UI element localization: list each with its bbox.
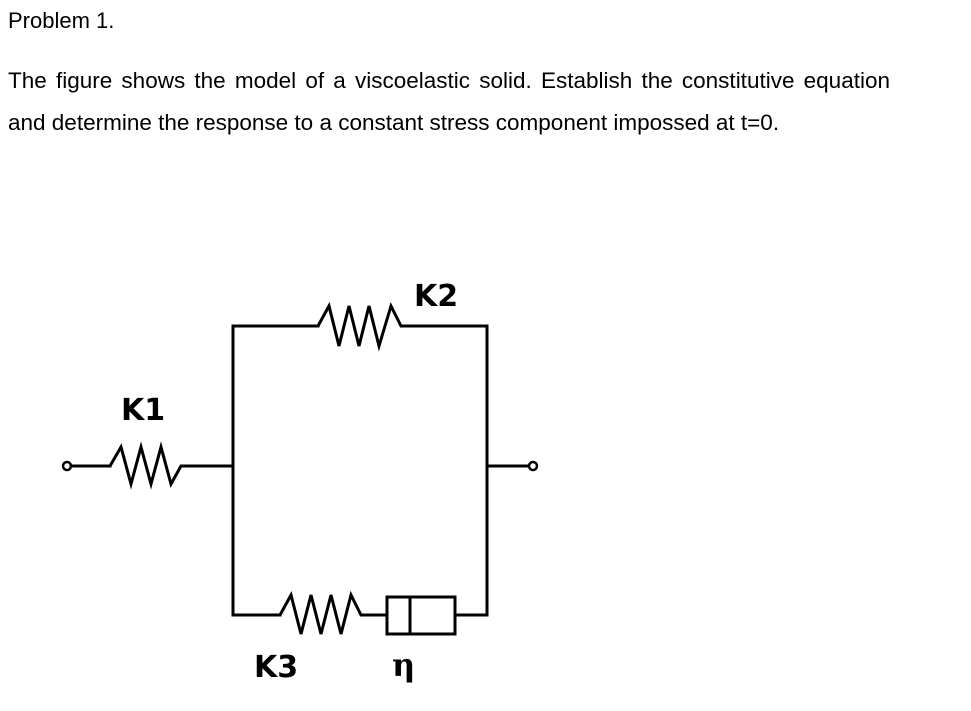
label-k3: K3 — [254, 650, 298, 685]
right-terminal — [527, 460, 539, 472]
spring-k1 — [108, 441, 233, 490]
spring-k3 — [278, 590, 387, 635]
spring-k2 — [316, 301, 487, 352]
problem-title: Problem 1. — [8, 8, 115, 33]
dashpot-cylinder — [385, 595, 457, 636]
label-k2: K2 — [414, 279, 458, 314]
label-k1: K1 — [121, 393, 165, 428]
dashpot-eta — [385, 595, 457, 636]
problem-statement: The figure shows the model of a viscoela… — [8, 68, 890, 135]
label-eta: η — [392, 646, 415, 684]
